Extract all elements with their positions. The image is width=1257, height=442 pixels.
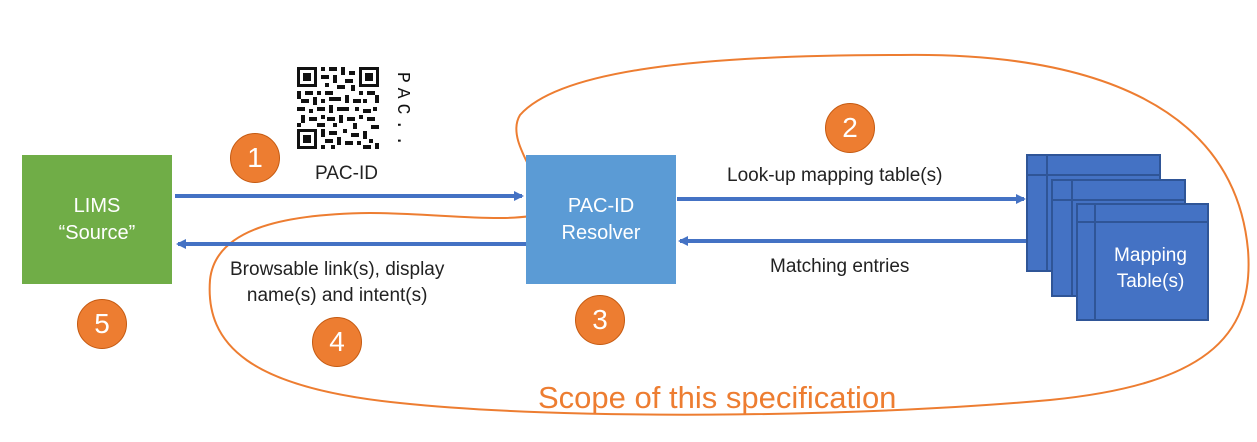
matching-entries-label: Matching entries	[770, 256, 910, 277]
mapping-table-label: Mapping Table(s)	[1093, 240, 1208, 298]
scope-boundary	[208, 53, 1250, 416]
mapping-table-subtitle: Table(s)	[1116, 271, 1185, 292]
mapping-table-sheet	[1076, 203, 1209, 321]
lims-title: LIMS	[73, 194, 121, 217]
browsable-line-1: Browsable link(s), display	[230, 259, 445, 280]
mapping-table-title: Mapping	[1114, 245, 1187, 267]
lims-subtitle: “Source”	[58, 221, 136, 244]
scope-caption: Scope of this specification	[538, 380, 897, 415]
step-badge-1: 1	[230, 133, 280, 183]
lookup-label: Look-up mapping table(s)	[727, 165, 943, 186]
step-badge-4: 4	[312, 317, 362, 367]
lims-source-box: LIMS “Source”	[22, 155, 172, 284]
resolver-title: PAC-ID	[567, 194, 635, 217]
pac-id-label: PAC-ID	[315, 163, 378, 184]
browsable-line-2: name(s) and intent(s)	[246, 284, 428, 306]
step-badge-3: 3	[575, 295, 625, 345]
mapping-table-stack	[1026, 154, 1209, 321]
resolver-subtitle: Resolver	[561, 221, 641, 244]
browsable-links-label: Browsable link(s), display name(s) and i…	[230, 257, 444, 308]
pac-id-resolver-box: PAC-ID Resolver	[526, 155, 676, 284]
qr-code-icon	[297, 67, 379, 149]
step-badge-5: 5	[77, 299, 127, 349]
step-badge-2: 2	[825, 103, 875, 153]
qr-vertical-text: PAC..	[392, 72, 412, 152]
